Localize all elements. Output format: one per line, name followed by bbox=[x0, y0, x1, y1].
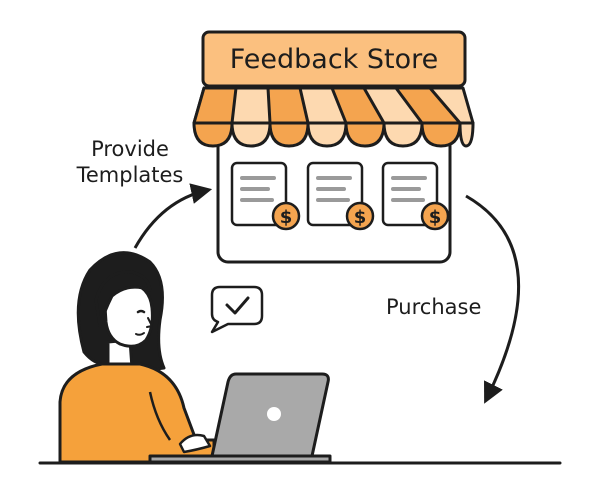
laptop-logo-icon bbox=[267, 407, 281, 421]
purchase-arrow bbox=[465, 194, 521, 404]
dollar-coin-icon: $ bbox=[345, 201, 375, 231]
svg-text:$: $ bbox=[280, 207, 293, 228]
store-awning bbox=[192, 86, 475, 148]
person-illustration bbox=[58, 251, 216, 464]
person-shirt bbox=[58, 362, 216, 464]
awning-scallop bbox=[344, 121, 386, 148]
template-document bbox=[230, 161, 288, 227]
checkmark-speech-bubble-icon bbox=[210, 285, 264, 334]
laptop-icon bbox=[148, 372, 332, 464]
provide-templates-arrow bbox=[133, 183, 213, 249]
purchase-label: Purchase bbox=[386, 295, 482, 319]
awning-scallop bbox=[306, 121, 348, 148]
store-sign-text: Feedback Store bbox=[230, 44, 439, 75]
svg-text:$: $ bbox=[429, 207, 442, 228]
svg-text:$: $ bbox=[354, 207, 367, 228]
store-sign bbox=[201, 30, 467, 88]
laptop-base bbox=[148, 454, 332, 464]
awning-scallop bbox=[382, 121, 424, 148]
awning-scallop bbox=[420, 121, 462, 148]
dollar-coin-icon: $ bbox=[271, 201, 301, 231]
provide-label-line1: Provide bbox=[91, 137, 169, 161]
awning-scallop bbox=[192, 121, 234, 148]
dollar-coin-icon: $ bbox=[420, 201, 450, 231]
provide-templates-label: Provide Templates bbox=[70, 136, 190, 188]
awning-scallop bbox=[268, 121, 310, 148]
awning-scallop bbox=[458, 121, 475, 148]
awning-scallop bbox=[230, 121, 272, 148]
provide-label-line2: Templates bbox=[76, 163, 184, 187]
